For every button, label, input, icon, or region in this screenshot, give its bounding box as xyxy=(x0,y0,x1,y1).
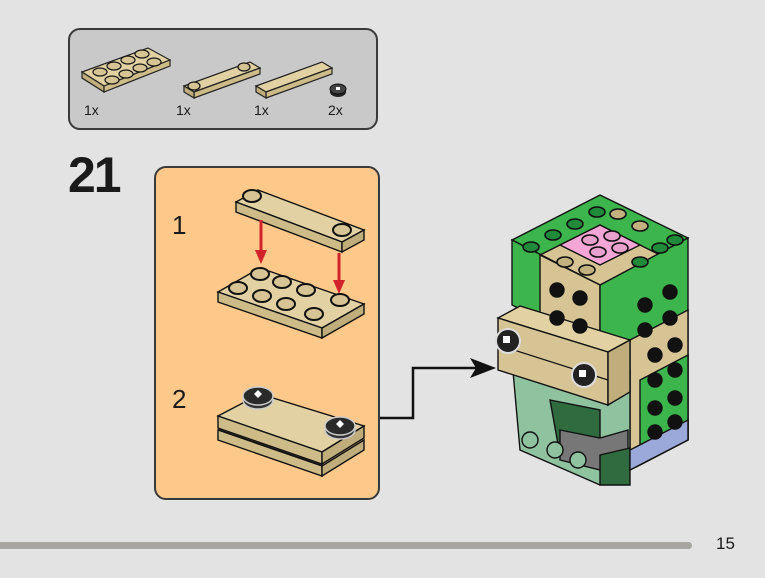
top-plate-1x4-with-studs xyxy=(234,189,366,254)
part-1x4-tile-icon xyxy=(254,61,334,100)
eye-tile-icon xyxy=(495,328,521,354)
part-quantity: 1x xyxy=(84,102,99,118)
brickheadz-model xyxy=(495,194,690,486)
stacked-assembly-with-eyes xyxy=(216,386,366,478)
substep-illustrations xyxy=(216,189,366,478)
parts-list-box: 1x 1x 1x 2x xyxy=(68,28,378,130)
page-number: 15 xyxy=(716,534,735,553)
footer-divider-bar xyxy=(0,542,692,549)
red-arrow-icon xyxy=(255,220,345,294)
part-2x4-plate-icon xyxy=(80,47,172,94)
bottom-plate-2x4 xyxy=(216,267,366,340)
part-quantity: 2x xyxy=(328,102,343,118)
part-eye-tile-icon xyxy=(329,83,347,97)
part-1x4-plate-icon xyxy=(182,61,262,100)
connector-arrow-icon xyxy=(380,358,496,420)
part-quantity: 1x xyxy=(254,102,269,118)
eye-tile-icon xyxy=(242,386,274,410)
step-number: 21 xyxy=(68,147,122,203)
eye-tile-icon xyxy=(571,362,597,388)
part-quantity: 1x xyxy=(176,102,191,118)
substep-panel: 1 2 xyxy=(154,166,380,500)
substep-label-1: 1 xyxy=(172,210,187,240)
eye-tile-icon xyxy=(324,416,356,440)
substep-label-2: 2 xyxy=(172,384,187,414)
